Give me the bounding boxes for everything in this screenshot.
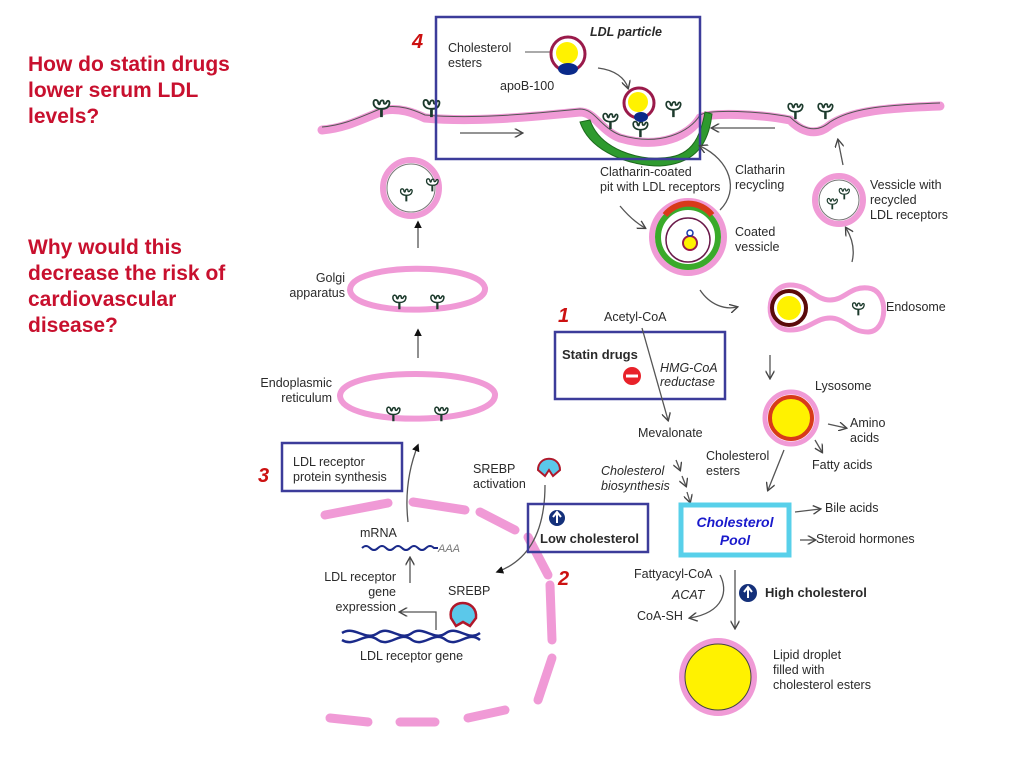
acat-label: ACAT (671, 588, 706, 602)
amino-acids-label: Amino (850, 416, 885, 430)
fattyacyl-coa-label: Fattyacyl-CoA (634, 567, 713, 581)
acetyl-coa-label: Acetyl-CoA (604, 310, 667, 324)
step-number-2: 2 (557, 568, 569, 590)
srebp-activation-label: activation (473, 477, 526, 491)
cholesterol-esters-label: esters (448, 56, 482, 70)
lysosome-icon (762, 389, 820, 447)
cholesterol-biosynthesis-label: biosynthesis (601, 479, 670, 493)
hmg-coa-reductase-label: reductase (660, 375, 715, 389)
gene-expression-label: LDL receptor (324, 570, 396, 584)
step-number-4: 4 (411, 31, 423, 53)
polya-tail-label: AAA (437, 543, 460, 555)
cholesterol-pool-label: Pool (720, 532, 751, 548)
cholesterol-esters-label: Cholesterol (448, 41, 511, 55)
bile-acids-label: Bile acids (825, 501, 879, 515)
low-cholesterol-box (526, 502, 650, 554)
golgi-label: apparatus (289, 286, 345, 300)
mrna-label: mRNA (360, 526, 397, 540)
golgi-apparatus-icon (346, 265, 488, 313)
question-cardiovascular-risk: Why would this decrease the risk of card… (28, 236, 226, 337)
gene-expression-label: expression (336, 600, 396, 614)
protein-synthesis-label: LDL receptor (293, 455, 365, 469)
mevalonate-label: Mevalonate (638, 426, 703, 440)
inhibition-icon (623, 367, 641, 385)
increase-arrow-icon (549, 510, 565, 526)
er-label: reticulum (281, 391, 332, 405)
clathrin-recycling-label: Clatharin (735, 163, 785, 177)
high-cholesterol-label: High cholesterol (765, 585, 867, 600)
lysosome-label: Lysosome (815, 379, 872, 393)
ldl-receptor-gene-label: LDL receptor gene (360, 649, 463, 663)
ldl-receptor-icon (665, 100, 682, 118)
low-cholesterol-label: Low cholesterol (540, 531, 639, 546)
recycled-vesicle-label: LDL receptors (870, 208, 948, 222)
plasma-membrane (317, 101, 945, 147)
recycled-vesicle-label: recycled (870, 193, 917, 207)
recycled-receptor-vesicle-icon (812, 173, 866, 227)
coa-sh-label: CoA-SH (637, 609, 683, 623)
cholesterol-esters-label: esters (706, 464, 740, 478)
question-statin-mechanism: How do statin drugs lower serum LDL leve… (28, 53, 230, 128)
clathrin-pit-label: Clatharin-coated (600, 165, 692, 179)
lipid-droplet-label: cholesterol esters (773, 678, 871, 692)
protein-synthesis-label: protein synthesis (293, 470, 387, 484)
ldl-receptor-icon (817, 102, 834, 120)
protein-synthesis-box (280, 441, 404, 493)
srebp-icon (449, 601, 478, 628)
cholesterol-pool-box (678, 502, 792, 558)
cholesterol-biosynthesis-label: Cholesterol (601, 464, 665, 478)
coated-vesicle-label: vessicle (735, 240, 780, 254)
endosome-label: Endosome (886, 300, 946, 314)
lipid-droplet-label: filled with (773, 663, 824, 677)
srebp-icon (536, 457, 562, 478)
endosome-icon (767, 282, 887, 335)
golgi-label: Golgi (316, 271, 345, 285)
srebp-label: SREBP (448, 584, 490, 598)
ldl-particle-title: LDL particle (590, 25, 662, 39)
statin-drugs-box (553, 330, 727, 401)
clathrin-recycling-label: recycling (735, 178, 784, 192)
ldl-particle-bound-icon (622, 86, 656, 122)
lipid-droplet-label: Lipid droplet (773, 648, 842, 662)
fatty-acids-label: Fatty acids (812, 458, 872, 472)
step-number-1: 1 (558, 305, 569, 327)
ldl-receptor-gene-dna (341, 629, 481, 644)
gene-expression-label: gene (368, 585, 396, 599)
er-label: Endoplasmic (260, 376, 332, 390)
ldl-receptor-icon (632, 120, 649, 138)
statin-drugs-label: Statin drugs (562, 347, 638, 362)
endoplasmic-reticulum-icon (336, 371, 498, 422)
cholesterol-esters-label: Cholesterol (706, 449, 769, 463)
lipid-droplet-icon (679, 638, 757, 716)
clathrin-pit-label: pit with LDL receptors (600, 180, 720, 194)
increase-arrow-icon (739, 584, 757, 602)
nuclear-envelope (320, 497, 557, 727)
recycled-vesicle-label: Vessicle with (870, 178, 942, 192)
apob-label: apoB-100 (500, 79, 554, 93)
ldl-particle-icon (549, 35, 587, 75)
hmg-coa-reductase-label: HMG-CoA (660, 361, 718, 375)
srebp-activation-label: SREBP (473, 462, 515, 476)
amino-acids-label: acids (850, 431, 879, 445)
coated-vesicle-label: Coated (735, 225, 775, 239)
cholesterol-pool-label: Cholesterol (696, 514, 774, 530)
ldl-particle-box (434, 15, 702, 161)
coated-vesicle-icon (649, 198, 727, 276)
steroid-hormones-label: Steroid hormones (816, 532, 915, 546)
step-number-3: 3 (258, 465, 269, 487)
secretory-vesicle-icon (380, 157, 442, 219)
